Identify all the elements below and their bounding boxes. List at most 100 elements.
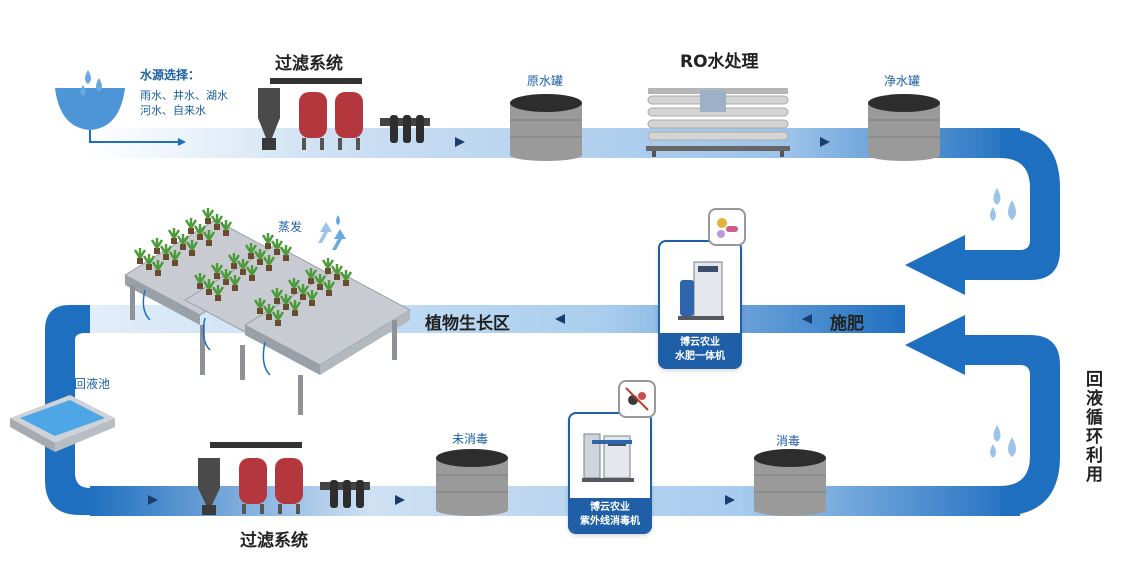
arrow-mark	[725, 495, 735, 505]
water-drops-icon	[80, 70, 102, 96]
uv-machine-card: 博云农业 紫外线消毒机	[568, 412, 652, 534]
plant-pot	[265, 243, 271, 249]
plant-pot	[180, 244, 186, 250]
ro-unit-icon	[646, 88, 790, 157]
plant-pot	[232, 285, 238, 291]
plant-leaf	[305, 290, 319, 301]
fertigation-machine-line1: 博云农业	[680, 337, 720, 348]
growth-area-label: 植物生长区	[425, 314, 510, 334]
filter-system-bottom-label: 过滤系统	[240, 531, 308, 551]
plant-pot	[214, 224, 220, 230]
fertigation-machine-caption: 博云农业 水肥一体机	[660, 333, 740, 367]
plant-pot	[215, 295, 221, 301]
return-pool-icon	[10, 395, 115, 452]
plant-leaf	[279, 245, 293, 256]
plant-leaf	[185, 240, 199, 251]
flow-arrow-left-lower	[905, 315, 965, 375]
plant-pot	[334, 274, 340, 280]
plant-pot	[197, 283, 203, 289]
clean-tank-label: 净水罐	[884, 74, 921, 88]
plant-pot	[292, 310, 298, 316]
plant-leaf	[321, 258, 335, 269]
plant-pot	[171, 238, 177, 244]
plant-pot	[240, 269, 246, 275]
filter-system-bottom-icon	[198, 442, 370, 515]
source-line	[89, 130, 180, 143]
filter-system-top-icon	[258, 78, 430, 150]
plant-leaf	[270, 288, 284, 299]
plant-leaf	[262, 304, 276, 315]
plant-leaf	[193, 224, 207, 235]
plant-leaf	[313, 274, 327, 285]
nutrient-pills-bubble	[708, 208, 746, 246]
plant-leaf	[245, 265, 259, 276]
plant-leaf	[288, 300, 302, 311]
plant-pot	[146, 264, 152, 270]
plant-leaf	[339, 270, 353, 281]
plant-pot	[223, 279, 229, 285]
plant-leaf	[219, 220, 233, 231]
filter-system-top-label: 过滤系统	[275, 54, 343, 74]
plant-pot	[189, 250, 195, 256]
plant-leaf	[236, 259, 250, 270]
plant-leaf	[202, 230, 216, 241]
plant-leaf	[142, 254, 156, 265]
plant-leaf	[219, 269, 233, 280]
evaporation-label: 蒸发	[278, 220, 303, 234]
arrow-mark	[555, 314, 565, 324]
bottom-pipe	[90, 486, 1020, 516]
plant-pot	[223, 230, 229, 236]
plant-pot	[154, 248, 160, 254]
plant-pot	[275, 320, 281, 326]
plant-leaf	[304, 268, 318, 279]
plant-leaf	[262, 255, 276, 266]
plant-pot	[274, 298, 280, 304]
plant-pot	[266, 265, 272, 271]
plant-pot	[197, 234, 203, 240]
fertilizer-label: 施肥	[830, 314, 864, 334]
plant-pot	[283, 304, 289, 310]
plant-pot	[172, 260, 178, 266]
arrow-mark	[455, 137, 465, 147]
water-drops-icon	[990, 188, 1016, 458]
plant-pot	[266, 314, 272, 320]
water-source-line-1: 雨水、井水、湖水	[140, 89, 228, 102]
disinfect-label: 消毒	[776, 434, 801, 448]
ro-treatment-label: RO水处理	[680, 52, 759, 72]
plant-leaf	[330, 264, 344, 275]
plant-leaf	[176, 234, 190, 245]
flow-arrow-left-upper	[905, 235, 965, 295]
uv-machine-line2: 紫外线消毒机	[580, 516, 640, 527]
plant-leaf	[193, 273, 207, 284]
plant-pot	[257, 308, 263, 314]
arrow-mark	[178, 138, 186, 146]
plant-leaf	[270, 239, 284, 250]
water-source-bowl	[55, 88, 125, 130]
untreated-tank-icon	[436, 449, 508, 516]
uv-disinfection-machine-icon	[582, 433, 634, 482]
plant-leaf	[296, 284, 310, 295]
plant-pot	[137, 258, 143, 264]
pills-icon	[717, 218, 738, 238]
plant-pot	[325, 268, 331, 274]
plant-leaf	[227, 253, 241, 264]
plant-leaf	[253, 249, 267, 260]
right-lower-return-pipe	[960, 335, 1060, 516]
plant-pot	[214, 273, 220, 279]
plant-pot	[326, 290, 332, 296]
raw-tank-label: 原水罐	[527, 74, 564, 88]
germ-no-icon	[625, 387, 649, 411]
plant-pot	[248, 253, 254, 259]
plant-pot	[206, 289, 212, 295]
plant-leaf	[322, 280, 336, 291]
plant-leaf	[279, 294, 293, 305]
plant-pot	[308, 278, 314, 284]
evaporation-icon	[318, 215, 346, 250]
plant-leaf	[184, 218, 198, 229]
plant-leaf	[228, 275, 242, 286]
plant-pot	[206, 240, 212, 246]
water-source-line-2: 河水、自来水	[140, 104, 206, 117]
clean-water-tank-icon	[868, 94, 940, 161]
plant-leaf	[271, 310, 285, 321]
